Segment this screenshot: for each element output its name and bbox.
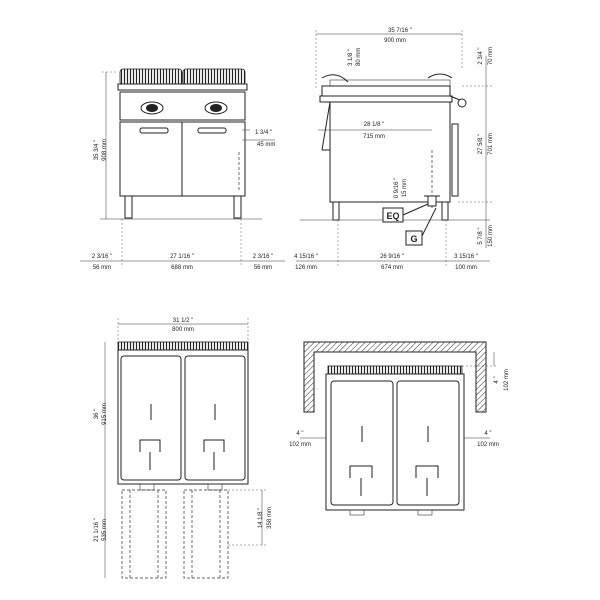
side-bottom-mid-metric: 674 mm: [381, 265, 403, 271]
side-body-height-metric: 701 mm: [488, 133, 494, 155]
front-height-metric: 908 mm: [102, 139, 108, 161]
side-bottom-left-metric: 126 mm: [295, 265, 317, 271]
side-top-right-metric: 70 mm: [488, 47, 494, 65]
front-right-margin-imperial: 2 3/16 ": [253, 254, 273, 260]
front-left-margin-imperial: 2 3/16 ": [92, 254, 112, 260]
clearance-left-metric: 102 mm: [289, 442, 311, 448]
clearance-right-metric: 102 mm: [477, 442, 499, 448]
front-connection-imperial: 1 3/4 ": [255, 130, 272, 136]
front-height-imperial: 35 3/4 ": [94, 140, 100, 160]
side-top-right-imperial: 2 3/4 ": [478, 47, 484, 64]
side-top-offset-imperial: 3 1/8 ": [348, 49, 354, 66]
side-body-height-imperial: 27 5/8 ": [478, 134, 484, 154]
clearance-right-imperial: 4 ": [484, 431, 491, 437]
label-g: G: [410, 234, 417, 244]
side-drain-imperial: 0 9/16 ": [394, 178, 400, 198]
side-bottom-right-metric: 100 mm: [455, 265, 477, 271]
control-knob-left: [140, 101, 164, 115]
clearance-view: 4 " 102 mm 4 " 102 mm 4 " 102 mm: [289, 341, 510, 516]
clearance-top-metric: 102 mm: [504, 369, 510, 391]
label-eq: EQ: [386, 211, 399, 221]
side-top-offset-metric: 80 mm: [356, 48, 362, 66]
side-bottom-left-imperial: 4 15/16 ": [294, 254, 318, 260]
front-width-metric: 688 mm: [171, 265, 193, 271]
top-width-metric: 800 mm: [172, 327, 194, 333]
front-right-margin-metric: 56 mm: [254, 265, 272, 271]
control-knob-right: [204, 101, 228, 115]
top-depth-metric: 915 mm: [102, 403, 108, 425]
top-basket-total-metric: 535 mm: [102, 519, 108, 541]
side-inner-depth-imperial: 28 1/8 ": [364, 122, 384, 128]
side-leg-height-imperial: 5 7/8 ": [478, 227, 484, 244]
front-view: 35 3/4 " 908 mm 1 3/4 " 45 mm 2 3/16 " 5…: [80, 68, 285, 271]
side-depth-metric: 900 mm: [384, 38, 406, 44]
clearance-top-imperial: 4 ": [494, 376, 500, 383]
front-left-margin-metric: 56 mm: [93, 265, 111, 271]
top-width-imperial: 31 1/2 ": [173, 318, 193, 324]
top-depth-imperial: 36 ": [94, 409, 100, 419]
front-width-imperial: 27 1/16 ": [170, 254, 194, 260]
side-depth-imperial: 35 7/16 ": [388, 28, 412, 34]
side-drain-metric: 15 mm: [402, 179, 408, 197]
top-basket-out-metric: 358 mm: [267, 507, 273, 529]
front-connection-metric: 45 mm: [257, 142, 275, 148]
side-leg-height-metric: 150 mm: [488, 225, 494, 247]
clearance-left-imperial: 4 ": [296, 431, 303, 437]
side-bottom-right-imperial: 3 15/16 ": [454, 254, 478, 260]
top-basket-out-imperial: 14 1/8 ": [258, 508, 264, 528]
top-view: 31 1/2 " 800 mm 36 " 915 mm 21 1/16 " 53…: [94, 318, 273, 579]
side-inner-depth-metric: 715 mm: [363, 134, 385, 140]
side-view: 35 7/16 " 900 mm 3 1/8 " 80 mm 28 1/8 " …: [294, 28, 494, 271]
top-basket-total-imperial: 21 1/16 ": [94, 518, 100, 542]
side-bottom-mid-imperial: 26 9/16 ": [380, 254, 404, 260]
label-g-box: [405, 230, 423, 246]
